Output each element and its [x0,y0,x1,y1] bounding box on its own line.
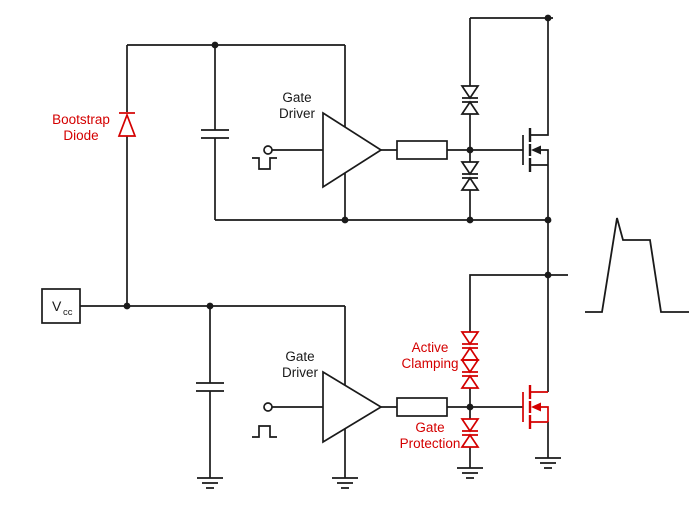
input-terminal [263,402,273,412]
low-gate-driver-label-line2: Driver [282,365,319,380]
low-side-capacitor [196,382,224,392]
tvs-upper-triangle [460,161,480,176]
tvs-lower-triangle [460,176,480,191]
vcc-label: V [52,298,62,314]
mosfet-body-lead [539,406,549,422]
high-gate-driver-label-line2: Driver [279,106,316,121]
driver-triangle [322,370,383,444]
junction-dot [206,302,214,310]
junction-dot [544,271,552,279]
junction-dot [211,41,219,49]
junction-dot [123,302,131,310]
driver-triangle [322,111,383,189]
high-side-mosfet [522,18,549,172]
junction-dots [123,14,552,411]
capacitor-plates [201,129,229,139]
tvs-upper-triangle [460,418,480,433]
mosfet-body-arrow [531,402,541,412]
tvs-upper-triangle [460,85,480,100]
high-gate-driver-label-line1: Gate [282,90,311,105]
active-clamping-tvs [460,331,480,389]
mosfet-body-arrow [531,145,541,155]
gate-protection-tvs [460,418,480,448]
high-side-gate-tvs [460,161,480,191]
junction-dot [544,14,552,22]
vcc-label-subscript: cc [63,307,73,318]
vcc-box [41,288,81,324]
vcc-source: V cc [41,288,81,324]
mosfet-drain-lead [530,18,549,136]
active-clamping-label-line2: Clamping [401,356,458,371]
high-side-gate-resistor [396,140,448,160]
active-clamping-label-line1: Active [412,340,449,355]
high-side-gate-driver [252,111,383,189]
input-terminal [263,145,273,155]
tvs-lower-triangle [460,433,480,448]
junction-dot [466,146,474,154]
junction-dot [544,216,552,224]
ground-symbol-source [535,457,561,469]
switch-node-waveform [585,217,689,313]
tvs2-lower-triangle [460,374,480,389]
diode-triangle [117,112,137,137]
inverted-pulse-icon [252,157,277,170]
low-gate-driver-label-line1: Gate [285,349,314,364]
tvs-lower-triangle [460,346,480,361]
bootstrap-diode-label-line1: Bootstrap [52,112,110,127]
tvs-lower-triangle [460,100,480,115]
gate-protection-label-line2: Protection [400,436,461,451]
high-side-clamp-tvs [460,85,480,115]
low-side-gate-driver [252,370,383,444]
ground-symbols [197,457,561,489]
tvs2-upper-triangle [460,359,480,374]
ground-symbol-driver [332,477,358,489]
bootstrap-diode [117,112,137,137]
pulse-icon [252,425,277,438]
ground-symbol-protection [457,467,483,479]
bootstrap-diode-label-line2: Diode [63,128,98,143]
high-side-capacitor [201,129,229,139]
low-side-gate-resistor [396,397,448,417]
mosfet-body-lead [539,149,549,165]
capacitor-plates [196,382,224,392]
junction-dot [466,216,474,224]
ground-symbol-capacitor [197,477,223,489]
junction-dot [466,403,474,411]
junction-dot [341,216,349,224]
clamp-branch-wire [469,274,568,468]
wire-layer [80,17,568,478]
low-side-mosfet [522,385,549,429]
gate-protection-label-line1: Gate [415,420,444,435]
tvs-upper-triangle [460,331,480,346]
